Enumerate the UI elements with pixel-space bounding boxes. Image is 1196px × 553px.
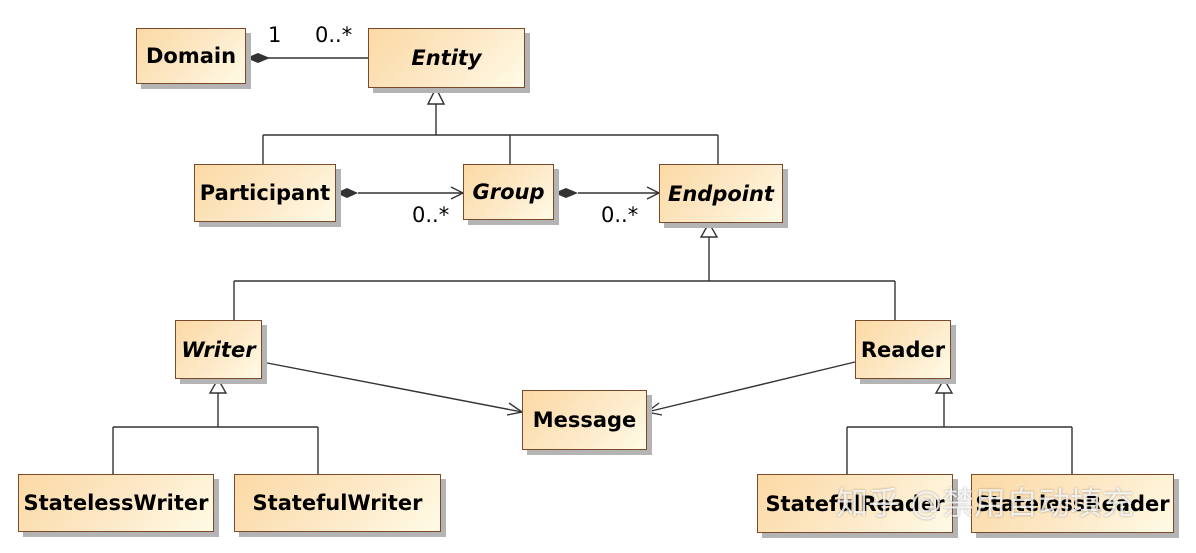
writer-generalization-triangle: [208, 377, 228, 394]
multiplicity-endpoint-end: 0..*: [601, 203, 639, 227]
class-stateful-writer: StatefulWriter: [234, 474, 441, 532]
class-group: Group: [463, 164, 554, 220]
class-message: Message: [522, 390, 647, 450]
class-domain: Domain: [136, 28, 246, 84]
watermark-text: 知乎 @禁用自动填充: [836, 484, 1135, 522]
entity-generalization-triangle: [426, 86, 446, 105]
class-entity: Entity: [368, 28, 525, 88]
writer-message-association: [261, 361, 523, 413]
multiplicity-domain-end: 1: [268, 23, 282, 47]
class-writer: Writer: [175, 320, 262, 379]
class-stateless-reader: StatelessReader: [971, 474, 1174, 533]
multiplicity-entity-end: 0..*: [315, 23, 353, 47]
class-endpoint: Endpoint: [659, 164, 783, 223]
participant-composition-diamond: [336, 188, 358, 198]
multiplicity-group-end: 0..*: [412, 203, 450, 227]
class-stateless-writer: StatelessWriter: [18, 474, 214, 532]
reader-message-arrowhead: [645, 402, 663, 416]
reader-generalization-triangle: [934, 377, 954, 394]
class-stateful-reader: StatefulReader: [757, 474, 953, 533]
endpoint-generalization-triangle: [699, 221, 719, 238]
reader-message-association: [646, 361, 856, 413]
class-participant: Participant: [194, 164, 336, 222]
group-composition-diamond: [554, 188, 578, 198]
class-reader: Reader: [855, 320, 951, 379]
domain-composition-diamond: [246, 53, 270, 63]
